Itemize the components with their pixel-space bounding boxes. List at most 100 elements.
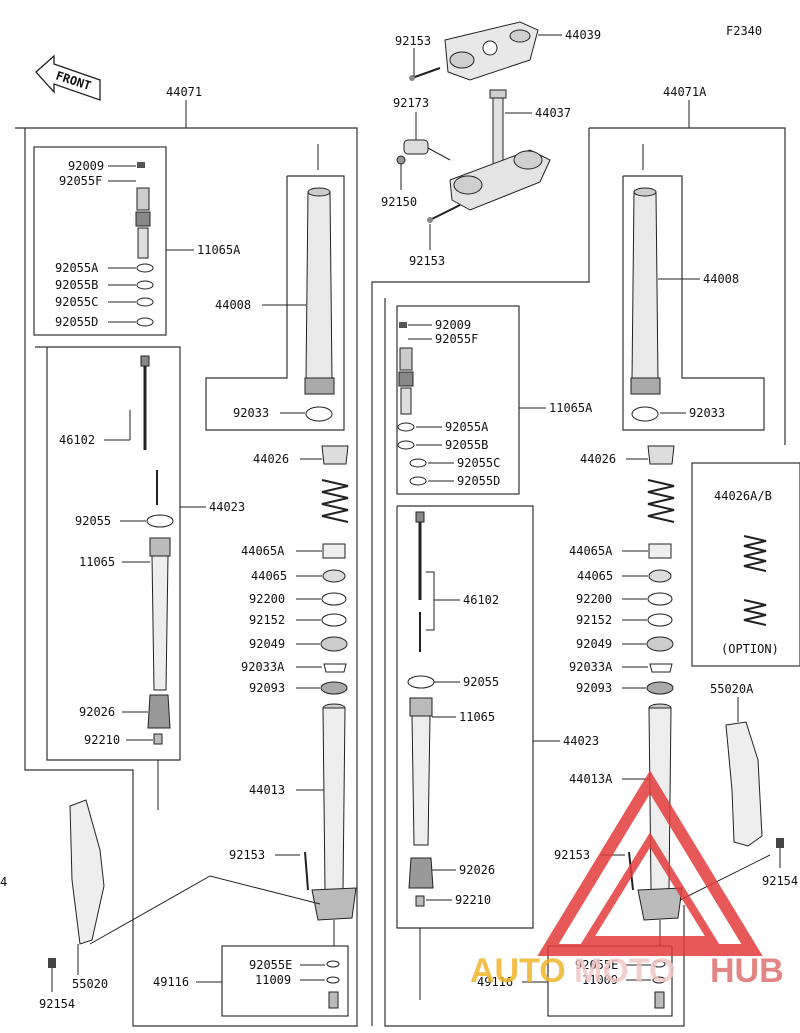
- callout-92153-top: 92153: [395, 34, 431, 48]
- right-label-44065: 44065: [577, 569, 613, 583]
- option-label-44026ab: 44026A/B: [714, 489, 772, 503]
- left-screw-92154: [48, 958, 56, 968]
- right-label-44065a: 44065A: [569, 544, 613, 558]
- option-box: [691, 462, 800, 667]
- left-spring-44026: [321, 445, 349, 523]
- left-collar-44065a: [322, 543, 346, 559]
- left-label-49116: 49116: [153, 975, 189, 989]
- right-label-92153: 92153: [554, 848, 590, 862]
- callout-92173: 92173: [393, 96, 429, 110]
- left-label-92009: 92009: [68, 159, 104, 173]
- left-label-44023: 44023: [209, 500, 245, 514]
- right-label-92055a: 92055A: [445, 420, 489, 434]
- right-label-92210: 92210: [455, 893, 491, 907]
- left-nut-92210: [153, 733, 163, 745]
- right-nut-92210: [415, 895, 425, 907]
- left-label-92033a: 92033A: [241, 660, 285, 674]
- left-label-11009: 11009: [255, 973, 291, 987]
- right-spring-44026: [647, 445, 675, 523]
- left-44023-box: [35, 346, 181, 761]
- option-label-option: (OPTION): [721, 642, 779, 656]
- right-label-11009: 11009: [582, 973, 618, 987]
- left-label-92033: 92033: [233, 406, 269, 420]
- clip-92173: [403, 139, 429, 155]
- left-label-92055c: 92055C: [55, 295, 98, 309]
- bolt-92153-mid: [427, 204, 461, 223]
- right-screw-92154: [776, 838, 784, 848]
- left-label-92154: 92154: [39, 997, 75, 1011]
- right-label-44023: 44023: [563, 734, 599, 748]
- left-base-valve-92026: [147, 694, 171, 729]
- right-label-92055: 92055: [463, 675, 499, 689]
- bolt-92153-top: [409, 67, 441, 81]
- right-44023-box: [396, 505, 534, 929]
- upper-clamp-44039: [444, 21, 539, 81]
- left-label-11065a: 11065A: [197, 243, 241, 257]
- left-label-92055e: 92055E: [249, 958, 292, 972]
- left-outer-tube-box: [205, 175, 345, 431]
- left-inner-tube-44013: [311, 703, 357, 921]
- left-label-92055: 92055: [75, 514, 111, 528]
- left-label-92055d: 92055D: [55, 315, 98, 329]
- right-label-92055b: 92055B: [445, 438, 488, 452]
- callout-92153-mid: 92153: [409, 254, 445, 268]
- right-label-92055e: 92055E: [575, 958, 618, 972]
- left-assembly-outline: [15, 127, 358, 1027]
- left-label-92055f: 92055F: [59, 174, 102, 188]
- edge-label-4: 4: [0, 875, 7, 889]
- right-guard-55020a: [725, 721, 763, 847]
- watermark-moto: MOTO: [574, 952, 675, 990]
- right-label-92033a: 92033A: [569, 660, 613, 674]
- right-base-valve-92026: [408, 857, 434, 889]
- right-label-44013a: 44013A: [569, 772, 613, 786]
- left-11065a-box: [33, 146, 167, 336]
- left-label-92055b: 92055B: [55, 278, 98, 292]
- left-rod-46102: [140, 355, 158, 505]
- right-label-92049: 92049: [576, 637, 612, 651]
- right-outer-tube: [630, 187, 661, 395]
- lower-clamp: [449, 149, 551, 211]
- callout-44071a: 44071A: [663, 85, 707, 99]
- left-label-11065: 11065: [79, 555, 115, 569]
- right-label-92033: 92033: [689, 406, 725, 420]
- right-assembly-outline: [589, 127, 786, 445]
- callout-92150: 92150: [381, 195, 417, 209]
- option-spring-icon: [743, 535, 767, 626]
- left-label-92093: 92093: [249, 681, 285, 695]
- right-label-92026: 92026: [459, 863, 495, 877]
- left-label-92200: 92200: [249, 592, 285, 606]
- left-label-44008: 44008: [215, 298, 251, 312]
- left-label-46102: 46102: [59, 433, 95, 447]
- left-damper-cylinder-11065: [149, 537, 171, 691]
- right-label-46102: 46102: [463, 593, 499, 607]
- left-label-92049: 92049: [249, 637, 285, 651]
- left-label-44026: 44026: [253, 452, 289, 466]
- right-damper-cylinder-11065: [409, 697, 433, 846]
- left-49116-box: [221, 945, 349, 1017]
- left-label-44065: 44065: [251, 569, 287, 583]
- right-label-92055f: 92055F: [435, 332, 478, 346]
- stem-44037: [489, 89, 507, 169]
- callout-44071: 44071: [166, 85, 202, 99]
- right-label-92093: 92093: [576, 681, 612, 695]
- right-label-92009: 92009: [435, 318, 471, 332]
- left-guard-55020: [69, 799, 105, 945]
- watermark-logo: AUTO MOTO HUB: [470, 770, 784, 990]
- left-label-92055a: 92055A: [55, 261, 99, 275]
- right-rod-46102: [415, 511, 425, 652]
- right-label-11065a: 11065A: [549, 401, 593, 415]
- right-label-44008: 44008: [703, 272, 739, 286]
- callout-44039: 44039: [565, 28, 601, 42]
- right-label-92200: 92200: [576, 592, 612, 606]
- screw-92150: [396, 155, 406, 165]
- left-label-92153: 92153: [229, 848, 265, 862]
- left-bush-44065: [322, 569, 346, 583]
- left-label-92210: 92210: [84, 733, 120, 747]
- right-label-92154: 92154: [762, 874, 798, 888]
- left-outer-tube: [304, 187, 335, 395]
- left-cartridge-valve: [135, 162, 151, 259]
- right-label-11065: 11065: [459, 710, 495, 724]
- left-label-55020: 55020: [72, 977, 108, 991]
- right-label-92152: 92152: [576, 613, 612, 627]
